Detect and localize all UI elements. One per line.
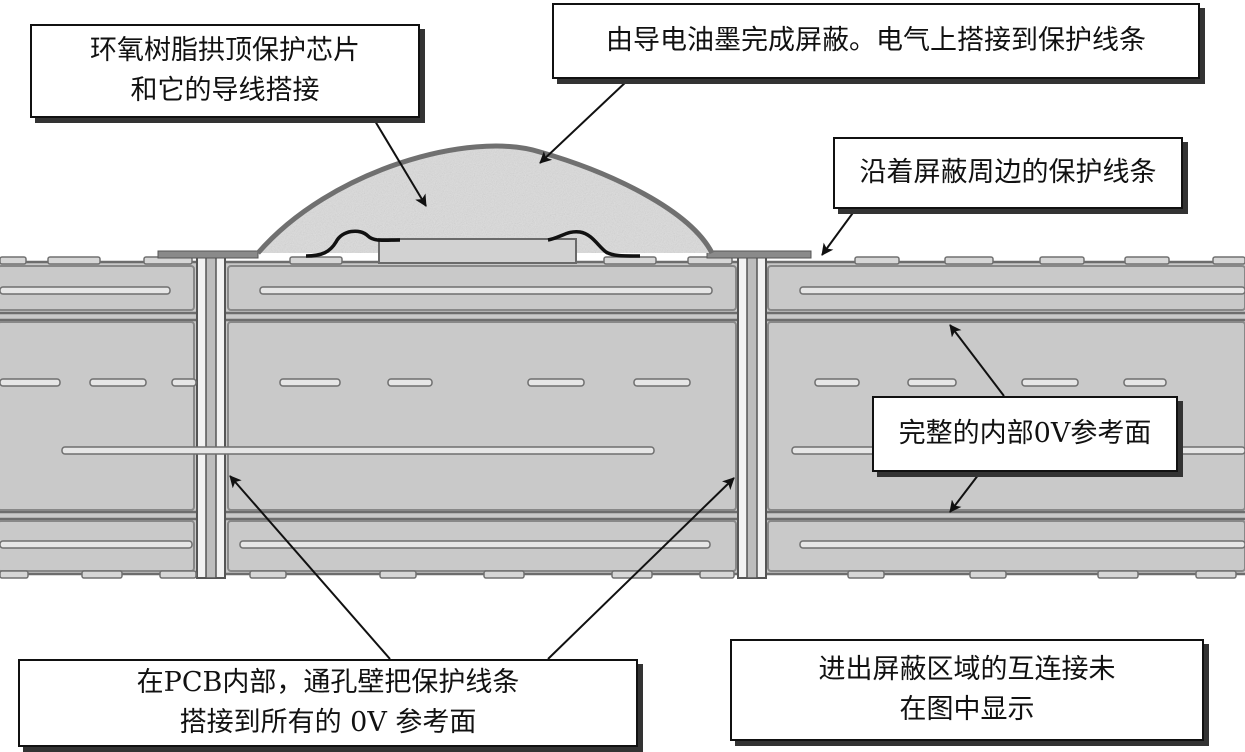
callout-interconnect-line-2: 在图中显示 [899,694,1035,725]
guard-trace-right [706,250,812,259]
callout-conductive-ink: 由导电油墨完成屏蔽。电气上搭接到保护线条 [552,3,1200,79]
arrow-plane-up [949,324,1005,397]
callout-interconnect: 进出屏蔽区域的互连接未 在图中显示 [730,639,1204,741]
callout-perimeter-text: 沿着屏蔽周边的保护线条 [859,157,1157,188]
conductive-ink-coating [256,143,715,255]
bond-wire-left [305,229,401,258]
callout-epoxy-dome: 环氧树脂拱顶保护芯片 和它的导线搭接 [30,24,420,118]
arrow-perimeter [821,209,856,256]
callout-0v-plane: 完整的内部0V参考面 [872,396,1178,472]
via-right [737,255,767,579]
arrow-ink [539,79,629,164]
callout-via-line-2: 搭接到所有的 0V 参考面 [179,707,477,738]
callout-perimeter-guard: 沿着屏蔽周边的保护线条 [833,137,1183,209]
chip-die [378,238,577,264]
callout-epoxy-line-1: 环氧树脂拱顶保护芯片 [90,35,360,66]
arrow-plane-down [949,469,983,513]
callout-ink-text: 由导电油墨完成屏蔽。电气上搭接到保护线条 [606,25,1146,56]
guard-trace-left [157,250,259,259]
leader-arrows [229,79,1005,660]
callout-epoxy-line-2: 和它的导线搭接 [130,75,320,106]
callout-via-line-1: 在PCB内部，通孔壁把保护线条 [136,667,520,698]
segment-outlines [0,265,1245,572]
arrow-via-left [229,475,391,660]
callout-plane-text: 完整的内部0V参考面 [898,418,1152,449]
inner-traces [0,286,1245,549]
via-left [196,255,226,579]
arrow-via-right [547,477,735,660]
arrow-epoxy [371,115,427,207]
bottom-surface-pads [0,570,1237,579]
bond-wire-right [547,229,641,258]
callout-via-bond: 在PCB内部，通孔壁把保护线条 搭接到所有的 0V 参考面 [18,659,638,747]
callout-interconnect-line-1: 进出屏蔽区域的互连接未 [818,654,1116,685]
